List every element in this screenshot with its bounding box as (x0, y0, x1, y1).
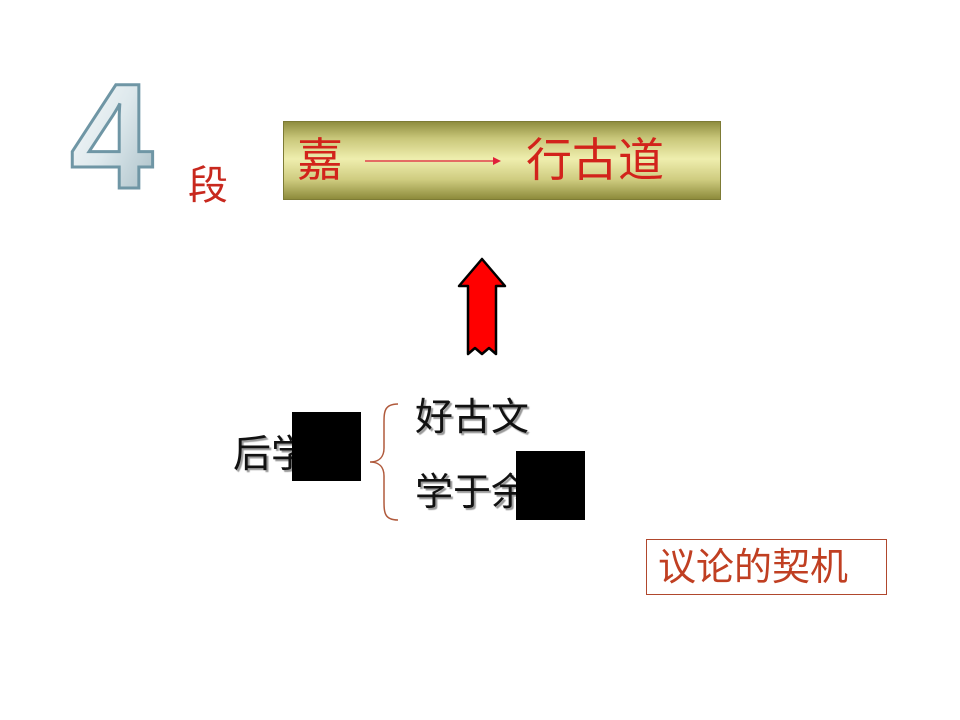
title-banner: 嘉 行古道 (283, 121, 721, 200)
up-arrow-icon (457, 257, 507, 356)
banner-left-text: 嘉 (297, 133, 343, 187)
trigger-box-text: 议论的契机 (658, 545, 849, 589)
curly-brace-icon (369, 403, 399, 521)
redaction-block (292, 412, 361, 481)
branch-item: 学于余 (415, 470, 530, 514)
section-label: 段 (188, 163, 228, 209)
branch-item: 好古文 (415, 395, 530, 439)
section-number-graphic: 4 (69, 70, 155, 198)
trigger-box: 议论的契机 (646, 539, 887, 595)
banner-right-text: 行古道 (526, 133, 664, 187)
redaction-block (516, 451, 585, 520)
right-arrow-icon (365, 157, 501, 165)
section-number-text: 4 (70, 70, 153, 198)
